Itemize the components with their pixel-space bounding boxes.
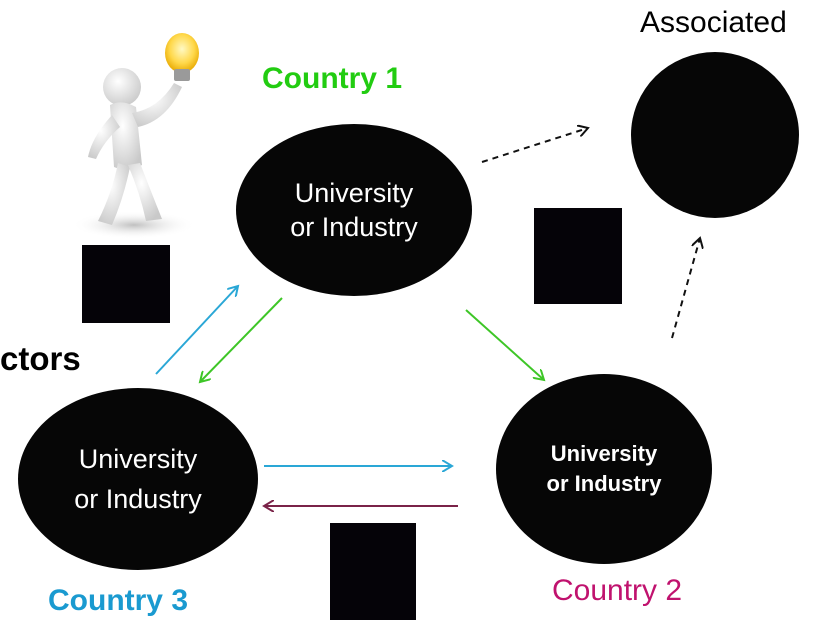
country2-label: Country 2 (552, 574, 683, 607)
idea-figure-icon (72, 33, 199, 239)
arrow-country3-to-country1 (155, 286, 238, 375)
country3-node-line1: University (78, 444, 198, 474)
actors-label: ctors (0, 340, 81, 377)
country2-node-line2: or Industry (546, 471, 662, 496)
dark-icon-placeholder (82, 245, 170, 323)
country2-node: University or Industry (496, 374, 712, 564)
dashed-arrow-country2-to-associated (671, 238, 700, 339)
dashed-arrow-country1-to-associated (481, 128, 588, 163)
dark-icon-placeholder (330, 523, 416, 620)
country3-node-line2: or Industry (74, 484, 202, 514)
country1-node-line2: or Industry (290, 212, 418, 242)
arrow-country1-to-country2 (465, 309, 544, 380)
associated-node (631, 52, 799, 218)
country1-node-line1: University (294, 178, 414, 208)
country1-node: University or Industry (236, 124, 472, 296)
country2-node-line1: University (550, 441, 658, 466)
country1-label: Country 1 (262, 62, 403, 95)
person-silhouette-icon (534, 208, 622, 304)
country3-node: University or Industry (18, 388, 258, 570)
arrow-country1-to-country3 (200, 297, 283, 382)
country3-label: Country 3 (48, 584, 189, 617)
associated-label: Associated (640, 6, 787, 39)
